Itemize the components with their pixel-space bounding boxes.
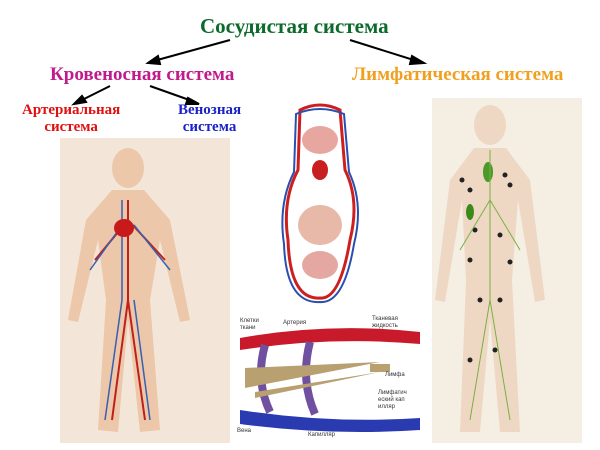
label-cells: Клетки ткани <box>240 318 259 331</box>
arterial-line1: Артериальная <box>22 102 121 118</box>
label-vein: Вена <box>237 428 251 434</box>
label-capillary: Капилляр <box>308 432 336 438</box>
venous-line2: система <box>182 119 237 135</box>
arterial-line2: система <box>44 119 98 135</box>
blood-system-heading: Кровеносная система <box>50 64 235 85</box>
lymph-system-heading: Лимфатическая система <box>352 64 564 85</box>
page-title: Сосудистая система <box>200 14 389 38</box>
label-artery: Артерия <box>283 320 307 326</box>
label-lymph: Лимфа <box>385 372 405 378</box>
label-tissue-fluid: Тканевая жидкость <box>372 316 398 329</box>
arrows <box>71 39 428 106</box>
venous-line1: Венозная <box>178 102 242 118</box>
lymph-body-figure <box>432 98 582 443</box>
label-lymph-capillary: Лимфатический капилляр <box>378 390 407 410</box>
capillary-diagram <box>237 318 422 438</box>
blood-body-figure <box>60 138 230 443</box>
circulation-scheme <box>278 100 363 304</box>
